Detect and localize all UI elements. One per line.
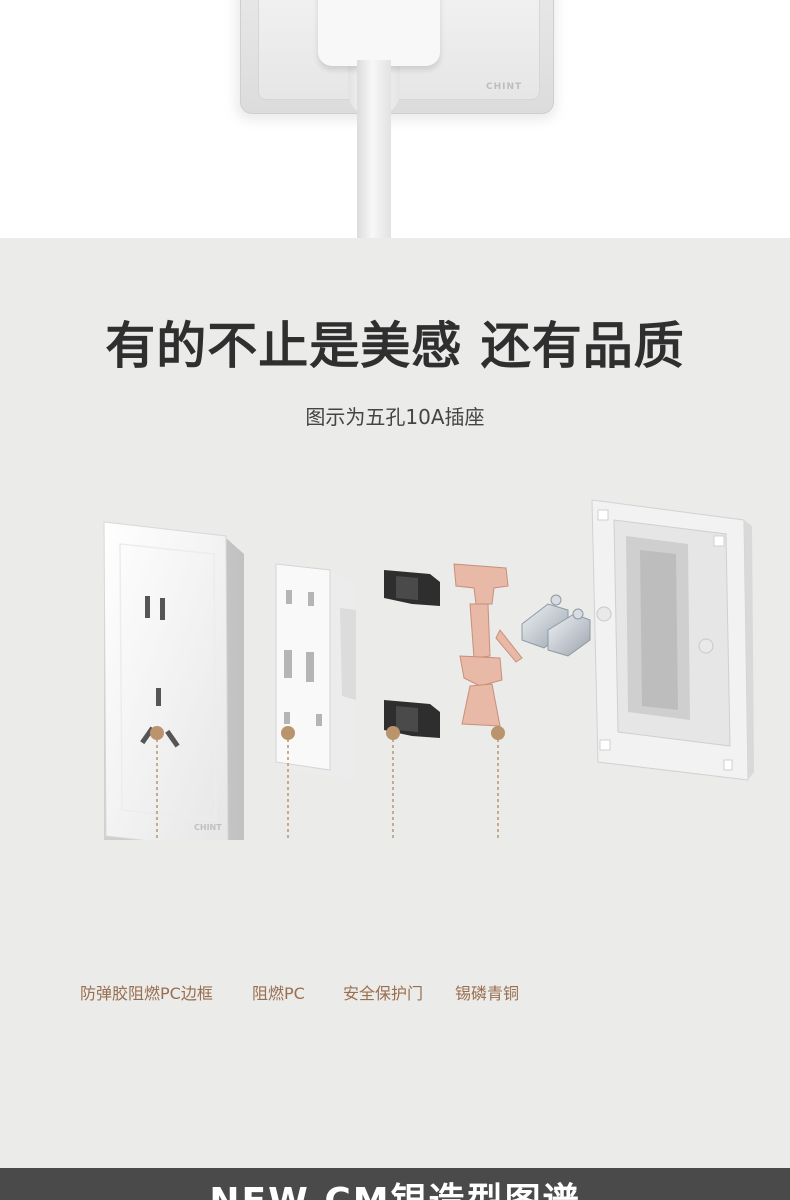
label-safety-door: 安全保护门 [343, 984, 424, 1003]
inner-pc-body [275, 563, 356, 780]
leader-dot [491, 726, 505, 740]
socket-slot-left [145, 596, 150, 618]
bottom-banner: NEW CM银造型图谱 [0, 1168, 790, 1200]
leader-dot [386, 726, 400, 740]
brand-logo: CHINT [486, 82, 523, 92]
socket-slot-diag-right [165, 729, 180, 748]
banner-text: NEW CM银造型图谱 [0, 1182, 790, 1200]
headline: 有的不止是美感 还有品质 [105, 317, 685, 375]
back-base [591, 499, 754, 781]
subtitle: 图示为五孔10A插座 [305, 405, 485, 429]
exploded-view-diagram: CHINT [103, 499, 754, 840]
socket-slot-right [160, 598, 165, 620]
leader-lines [150, 726, 505, 840]
leader-dot [281, 726, 295, 740]
socket-slot-earth [156, 688, 161, 706]
label-pc: 阻燃PC [252, 984, 305, 1003]
label-frame: 防弹胶阻燃PC边框 [80, 984, 213, 1003]
phosphor-bronze-contacts [453, 563, 523, 727]
face-panel: CHINT [103, 521, 244, 840]
plug-body [318, 0, 440, 66]
panel-brand-mark: CHINT [194, 823, 222, 832]
safety-shutters [384, 570, 440, 738]
power-cord [357, 60, 391, 238]
leader-dot [150, 726, 164, 740]
label-phosphor-bronze: 锡磷青铜 [455, 984, 520, 1003]
terminal-screws [521, 594, 591, 657]
top-product-photo: CHINT [0, 0, 790, 238]
